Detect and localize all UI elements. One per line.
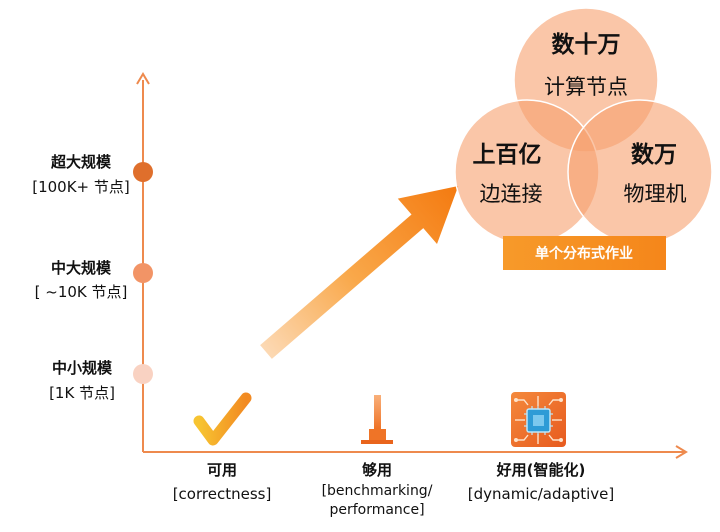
level-dot-small (133, 364, 153, 384)
capability-title-usable: 可用 (207, 461, 237, 479)
level-title-small: 中小规模 (52, 359, 113, 377)
level-detail-large: [100K+ 节点] (32, 178, 130, 196)
level-detail-small: [1K 节点] (49, 384, 115, 402)
venn-value-edges: 上百亿 (473, 142, 542, 168)
bar-chart-icon (361, 395, 393, 444)
capability-detail-usable: [correctness] (173, 485, 272, 503)
level-detail-medium: [ ~10K 节点] (35, 283, 128, 301)
level-title-medium: 中大规模 (51, 259, 112, 277)
capability-detail-sufficient-line1: [benchmarking/ (322, 483, 433, 499)
trend-arrow-icon (260, 186, 459, 359)
capability-title-sufficient: 够用 (361, 461, 392, 479)
venn-label-compute-nodes: 计算节点 (544, 75, 628, 99)
venn-label-machines: 物理机 (624, 182, 687, 206)
single-job-banner: 单个分布式作业 (503, 236, 666, 270)
capability-title-smart: 好用(智能化) (496, 461, 586, 479)
y-axis-arrowhead (136, 72, 150, 85)
capability-detail-smart: [dynamic/adaptive] (468, 485, 614, 503)
venn-label-edges: 边连接 (480, 182, 543, 206)
x-axis-arrowhead (675, 445, 688, 459)
checkmark-icon (193, 392, 252, 446)
level-dot-medium (133, 263, 153, 283)
y-axis-levels: 超大规模 [100K+ 节点] 中大规模 [ ~10K 节点] 中小规模 [1K… (32, 153, 153, 402)
venn-diagram: 数十万 计算节点 上百亿 边连接 数万 物理机 (454, 7, 713, 245)
venn-circle-machines (567, 99, 713, 245)
level-dot-large (133, 162, 153, 182)
x-axis-levels: 可用 [correctness] 够用 [benchmarking/ perfo… (173, 461, 615, 518)
chip-icon (511, 392, 566, 447)
capability-detail-sufficient-line2: performance] (329, 502, 424, 518)
venn-value-machines: 数万 (631, 142, 677, 168)
banner-text: 单个分布式作业 (535, 245, 633, 262)
level-title-large: 超大规模 (50, 153, 112, 171)
venn-value-compute-nodes: 数十万 (552, 32, 621, 58)
